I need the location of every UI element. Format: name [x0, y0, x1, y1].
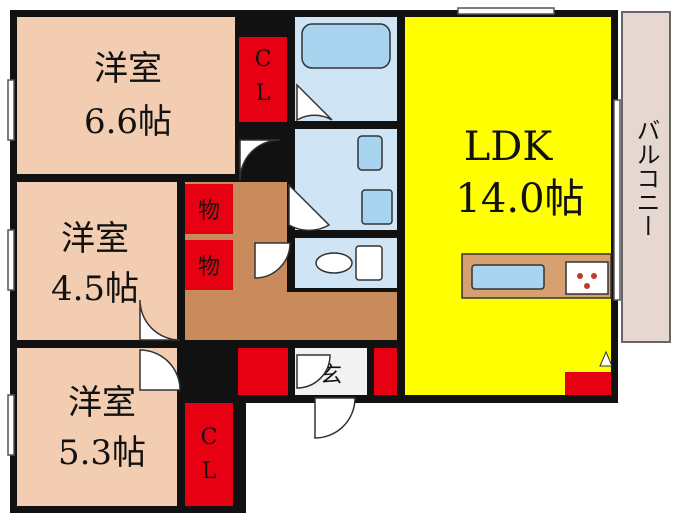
burner-icon — [584, 283, 590, 289]
bathtub — [301, 23, 391, 69]
balcony-label: バルコニー — [632, 118, 660, 238]
kitchen-sink — [471, 264, 545, 290]
toilet-bowl — [315, 252, 353, 274]
wall-segment — [238, 403, 246, 513]
exterior-notch — [405, 403, 618, 513]
room-a-size: 6.6帖 — [84, 102, 172, 142]
door-swing-icon — [139, 299, 181, 341]
closet-bottom — [185, 403, 233, 506]
window — [7, 394, 15, 456]
wash-basin — [357, 135, 383, 171]
western-room-b — [17, 182, 177, 340]
balcony-area — [621, 11, 671, 343]
shoe-closet-left — [238, 348, 288, 395]
storage-closet-1 — [185, 184, 233, 234]
toilet-tank — [355, 245, 383, 281]
shoe-closet-right — [374, 348, 397, 395]
closet-top — [239, 37, 287, 122]
storage-label-2: 物 — [198, 255, 220, 280]
washing-machine-pan — [361, 189, 393, 225]
door-swing-icon — [239, 139, 281, 181]
windows — [7, 7, 621, 456]
room-b-size: 4.5帖 — [51, 269, 139, 309]
western-room-a — [17, 17, 235, 174]
door-swing-icon — [314, 397, 356, 439]
ldk-closet — [565, 372, 611, 395]
door-swing-icon — [296, 354, 331, 389]
closet-bottom-letter-1: C — [201, 425, 218, 450]
room-a-name: 洋室 — [94, 49, 162, 89]
closet-top-letter-1: C — [255, 47, 272, 72]
closet-top-letter-2: L — [256, 81, 271, 106]
corridor-hall — [287, 292, 397, 340]
window — [613, 99, 621, 301]
door-swings — [139, 83, 356, 439]
ldk-room — [405, 17, 611, 395]
room-c-size: 5.3帖 — [58, 433, 146, 473]
triangle-marker-icon — [599, 350, 613, 367]
window — [457, 7, 555, 15]
ldk-size: 14.0帖 — [455, 176, 584, 222]
wall-segment — [397, 395, 618, 403]
window — [7, 229, 15, 291]
room-c-name: 洋室 — [68, 383, 136, 423]
burner-icon — [577, 273, 583, 279]
storage-closet-2 — [185, 240, 233, 290]
door-swing-icon — [254, 242, 291, 279]
closet-bottom-letter-2: L — [202, 459, 217, 484]
door-swing-icon — [288, 183, 331, 232]
ldk-name: LDK — [464, 124, 554, 170]
door-swing-icon — [296, 83, 333, 122]
burner-icon — [591, 273, 597, 279]
cooktop — [565, 261, 609, 295]
door-swing-icon — [139, 349, 181, 391]
room-b-name: 洋室 — [61, 219, 129, 259]
storage-label-1: 物 — [198, 199, 220, 224]
window — [7, 79, 15, 141]
